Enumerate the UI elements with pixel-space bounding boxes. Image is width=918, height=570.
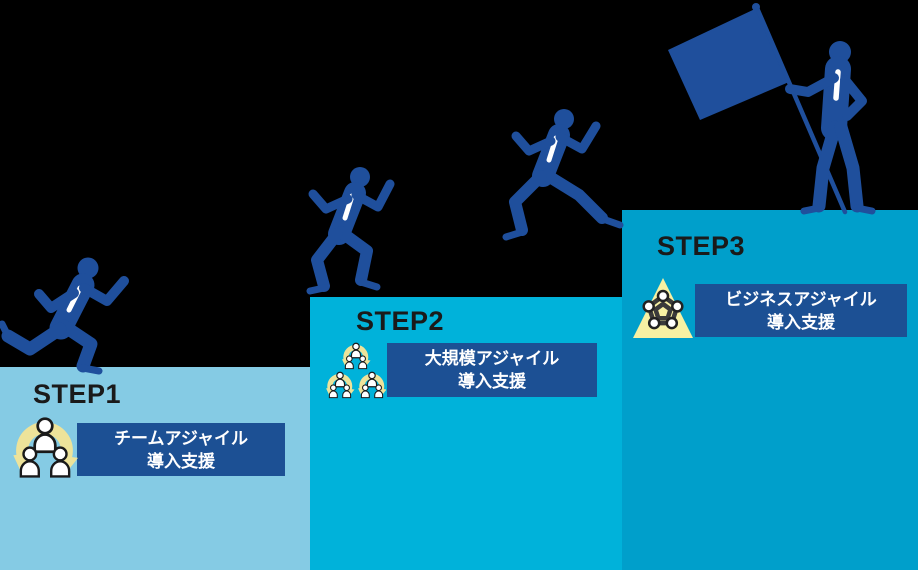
team-cycle-icon (12, 414, 78, 484)
step1-banner-line1: チームアジャイル (114, 428, 248, 448)
step3-banner-line2: 導入支援 (767, 312, 835, 332)
step2-label: STEP2 (356, 306, 445, 336)
flag-icon (668, 8, 789, 120)
businessman-with-goal-flag-icon (668, 3, 876, 215)
team-pyramid-icon (326, 341, 386, 405)
running-businessman-icon (0, 257, 129, 375)
step3-label: STEP3 (657, 231, 746, 261)
network-triangle-icon (633, 278, 693, 338)
step2-banner-line2: 導入支援 (458, 372, 526, 391)
step1-banner: チームアジャイル 導入支援 (77, 423, 285, 476)
step3-block: STEP3 (622, 210, 918, 570)
leaping-businessman-icon (502, 109, 624, 241)
step3-banner-line1: ビジネスアジャイル (725, 289, 877, 309)
step2-banner: 大規模アジャイル 導入支援 (387, 343, 597, 397)
step1-banner-line2: 導入支援 (147, 451, 215, 471)
step1-label: STEP1 (33, 379, 122, 409)
jumping-businessman-icon (306, 167, 395, 295)
step3-banner: ビジネスアジャイル 導入支援 (695, 284, 907, 337)
step2-banner-line1: 大規模アジャイル (424, 349, 560, 368)
step2-block: STEP2 (310, 297, 622, 570)
